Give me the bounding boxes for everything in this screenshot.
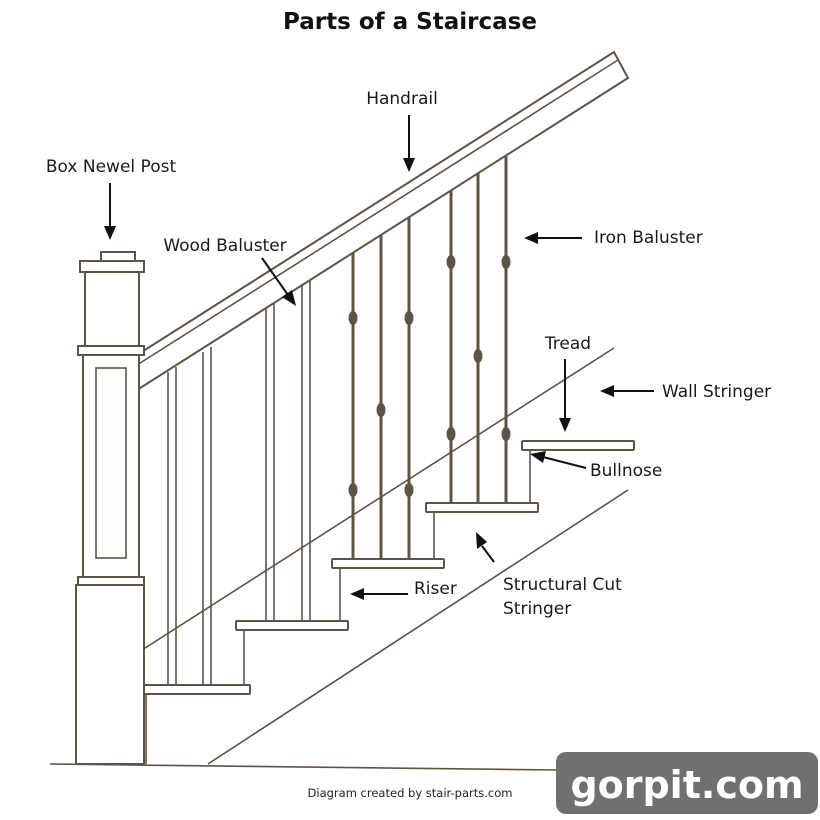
watermark-text: gorpit.com xyxy=(570,763,803,807)
wood-balusters xyxy=(167,280,311,686)
box-newel-post xyxy=(75,251,145,765)
diagram-title: Parts of a Staircase xyxy=(283,9,537,35)
watermark: gorpit.com xyxy=(556,752,818,814)
risers xyxy=(145,450,531,764)
label-bullnose: Bullnose xyxy=(590,461,662,481)
label-wall-stringer: Wall Stringer xyxy=(662,382,771,402)
label-wood-baluster: Wood Baluster xyxy=(163,236,286,256)
iron-balusters xyxy=(348,152,511,560)
label-structural-cut-stringer-line1: Structural Cut xyxy=(503,575,622,595)
cut-stringer-line xyxy=(207,489,629,765)
label-arrows xyxy=(104,115,654,600)
treads xyxy=(137,440,635,695)
wall-stringer-line xyxy=(141,347,615,651)
label-box-newel-post: Box Newel Post xyxy=(46,157,177,177)
label-handrail: Handrail xyxy=(366,89,438,109)
label-structural-cut-stringer-line2: Stringer xyxy=(503,599,571,619)
label-riser: Riser xyxy=(414,579,457,599)
diagram-credit: Diagram created by stair-parts.com xyxy=(308,786,513,800)
label-tread: Tread xyxy=(544,334,591,354)
label-iron-baluster: Iron Baluster xyxy=(594,228,703,248)
